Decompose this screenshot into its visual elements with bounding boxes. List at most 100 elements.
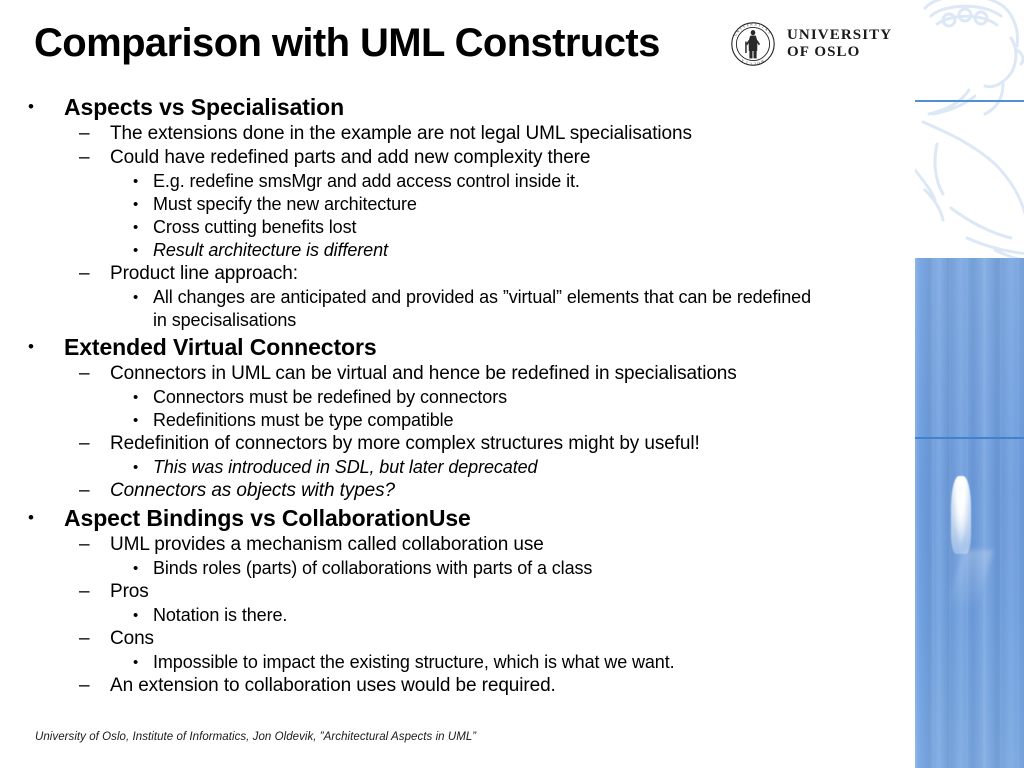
bullet-marker-level-3: •	[133, 196, 139, 213]
bullet-marker-level-3: •	[133, 459, 139, 476]
bullet-marker-level-2: –	[79, 123, 90, 144]
slide-footer: University of Oslo, Institute of Informa…	[35, 731, 477, 743]
outline-item-text: Redefinition of connectors by more compl…	[110, 433, 700, 454]
svg-text:E: E	[746, 23, 750, 28]
logo-line-1: UNIVERSITY	[787, 27, 893, 43]
svg-text:C: C	[748, 61, 752, 65]
outline-item-level-2: –Redefinition of connectors by more comp…	[0, 432, 900, 456]
outline-item-text: Binds roles (parts) of collaborations wi…	[153, 558, 593, 578]
svg-text:S: S	[767, 31, 772, 35]
outline-item-level-1: •Aspect Bindings vs CollaborationUse	[0, 503, 900, 533]
bullet-marker-level-3: •	[133, 173, 139, 190]
svg-text:A: A	[764, 27, 769, 32]
outline-item-text: Product line approach:	[110, 263, 298, 284]
svg-text:I: I	[758, 23, 761, 27]
bullet-marker-level-1: •	[28, 337, 34, 356]
statue-watermark-icon	[915, 0, 1024, 263]
slide-body-outline: •Aspects vs Specialisation–The extension…	[0, 92, 900, 698]
bullet-marker-level-1: •	[28, 97, 34, 116]
outline-item-text: UML provides a mechanism called collabor…	[110, 534, 544, 555]
outline-item-text: Impossible to impact the existing struct…	[153, 652, 675, 672]
decorative-side-rail	[915, 0, 1024, 768]
logo-line-2: OF OSLO	[787, 44, 861, 60]
outline-item-text: Aspect Bindings vs CollaborationUse	[64, 505, 471, 531]
bullet-marker-level-3: •	[133, 412, 139, 429]
university-of-oslo-logo: U N I V E R S I T A S M D C C L X	[730, 18, 910, 70]
bullet-marker-level-2: –	[79, 263, 90, 284]
outline-item-level-2: –Pros	[0, 580, 900, 604]
outline-item-level-3: • This was introduced in SDL, but later d…	[0, 456, 900, 479]
bullet-marker-level-2: –	[79, 480, 90, 501]
outline-item-text: Result architecture is different	[153, 240, 388, 260]
bullet-marker-level-3: •	[133, 289, 139, 306]
outline-item-text: Aspects vs Specialisation	[64, 94, 345, 120]
outline-item-level-1: • Extended Virtual Connectors	[0, 332, 900, 362]
outline-item-level-2: –An extension to collaboration uses woul…	[0, 674, 900, 698]
outline-item-text: This was introduced in SDL, but later de…	[153, 457, 538, 477]
outline-item-level-3: • Must specify the new architecture	[0, 193, 900, 216]
outline-item-level-3: • Connectors must be redefined by connect…	[0, 386, 900, 409]
bullet-marker-level-2: –	[79, 363, 90, 384]
outline-item-text: Extended Virtual Connectors	[64, 334, 377, 360]
bullet-marker-level-3: •	[133, 607, 139, 624]
bullet-marker-level-3: •	[133, 654, 139, 671]
page-title: Comparison with UML Constructs	[34, 21, 660, 65]
outline-item-text: Must specify the new architecture	[153, 194, 417, 214]
outline-item-text: Pros	[110, 581, 149, 602]
outline-item-level-2: –Connectors in UML can be virtual and he…	[0, 362, 900, 386]
svg-text:T: T	[761, 25, 766, 30]
outline-item-text: All changes are anticipated and provided…	[153, 287, 812, 330]
outline-item-level-2: –The extensions done in the example are …	[0, 122, 900, 146]
outline-item-level-3: • Cross cutting benefits lost	[0, 216, 900, 239]
svg-text:I: I	[739, 26, 743, 30]
outline-item-text: Cons	[110, 628, 154, 649]
svg-text:X: X	[740, 58, 745, 63]
svg-text:M: M	[759, 59, 764, 64]
bullet-marker-level-3: •	[133, 389, 139, 406]
outline-item-level-2: –Could have redefined parts and add new …	[0, 146, 900, 170]
standing-figure	[951, 476, 971, 554]
accent-line-middle	[915, 437, 1024, 439]
bullet-marker-level-2: –	[79, 433, 90, 454]
bullet-marker-level-3: •	[133, 242, 139, 259]
outline-item-level-2: –Connectors as objects with types?	[0, 479, 900, 503]
svg-text:V: V	[742, 24, 746, 29]
outline-item-level-2: –UML provides a mechanism called collabo…	[0, 533, 900, 557]
svg-text:N: N	[736, 29, 741, 34]
outline-item-level-3: • E.g. redefine smsMgr and add access con…	[0, 170, 900, 193]
outline-item-text: Connectors must be redefined by connecto…	[153, 387, 507, 407]
svg-text:R: R	[750, 22, 753, 26]
bullet-marker-level-3: •	[133, 219, 139, 236]
rail-photo-columns	[915, 258, 1024, 768]
outline-item-level-3: • Result architecture is different	[0, 239, 900, 262]
svg-text:C: C	[753, 61, 756, 65]
figure-shadow	[946, 550, 994, 610]
outline-item-level-3: •Redefinitions must be type compatible	[0, 409, 900, 432]
accent-line-top	[915, 100, 1024, 102]
outline-item-level-3: • Notation is there.	[0, 604, 900, 627]
outline-item-text: E.g. redefine smsMgr and add access cont…	[153, 171, 580, 191]
bullet-marker-level-2: –	[79, 534, 90, 555]
bullet-marker-level-2: –	[79, 147, 90, 168]
outline-item-text: The extensions done in the example are n…	[110, 123, 692, 144]
outline-item-text: Cross cutting benefits lost	[153, 217, 357, 237]
outline-item-text: An extension to collaboration uses would…	[110, 675, 556, 696]
outline-item-text: Could have redefined parts and add new c…	[110, 147, 591, 168]
logo-wordmark: UNIVERSITY OF OSLO	[787, 27, 892, 61]
outline-item-text: Notation is there.	[153, 605, 288, 625]
outline-item-level-3: • Binds roles (parts) of collaborations w…	[0, 557, 900, 580]
outline-item-level-2: –Product line approach:	[0, 262, 900, 286]
svg-text:U: U	[733, 32, 738, 37]
outline-item-text: Connectors as objects with types?	[110, 480, 396, 501]
rail-white-area	[915, 0, 1024, 263]
outline-item-level-1: • Aspects vs Specialisation	[0, 92, 900, 122]
outline-item-level-2: –Cons	[0, 627, 900, 651]
bullet-marker-level-2: –	[79, 628, 90, 649]
bullet-marker-level-3: •	[133, 560, 139, 577]
uio-seal-icon: U N I V E R S I T A S M D C C L X	[731, 22, 775, 66]
bullet-marker-level-2: –	[79, 675, 90, 696]
svg-text:S: S	[754, 22, 757, 26]
svg-text:L: L	[744, 60, 748, 65]
outline-item-text: Connectors in UML can be virtual and hen…	[110, 363, 737, 384]
